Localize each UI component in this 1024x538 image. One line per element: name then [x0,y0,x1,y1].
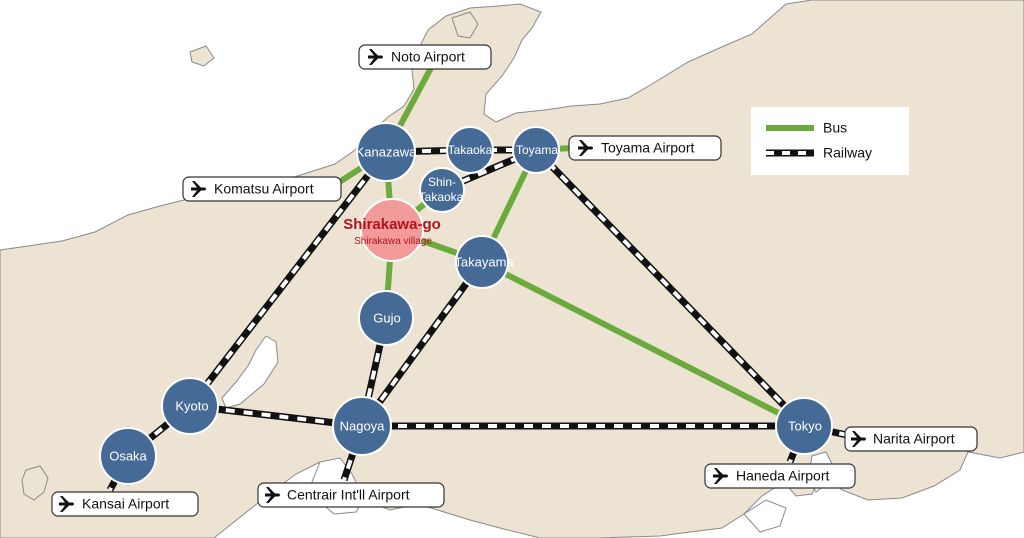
city-nagoya-label: Nagoya [340,418,386,433]
city-tokyo-label: Tokyo [788,418,822,433]
airport-toyama-label: Toyama Airport [601,140,694,156]
airport-komatsu-label: Komatsu Airport [214,181,314,197]
city-takaoka[interactable]: Takaoka [446,126,494,174]
legend-bus-label: Bus [823,120,847,136]
land-noto-tip [451,11,479,39]
sagami-bay [743,499,787,533]
airport-noto[interactable]: Noto Airport [358,44,492,70]
city-takayama[interactable]: Takayama [454,235,514,289]
airport-kansai-label: Kansai Airport [82,496,169,512]
destination-shirakawa-go[interactable]: Shirakawa-go Shirakawa village [343,198,441,262]
destination-subtitle: Shirakawa village [354,236,432,247]
lake-biwa [221,335,279,409]
city-tokyo[interactable]: Tokyo [775,397,833,455]
airport-toyama[interactable]: Toyama Airport [568,135,722,161]
city-kanazawa-label: Kanazawa [356,144,417,159]
city-kyoto-label: Kyoto [175,398,208,413]
legend-railway-label: Railway [823,145,872,161]
airport-centrair[interactable]: Centrair Int'll Airport [257,482,445,508]
airport-komatsu[interactable]: Komatsu Airport [182,176,342,202]
city-shin-takaoka-label-1: Shin- [428,175,456,189]
city-shin-takaoka-label-2: Takaoka [419,190,464,204]
city-gujo[interactable]: Gujo [358,290,414,346]
land-awaji [21,465,49,501]
rail-kanazawa-takaoka [385,148,471,154]
city-kyoto[interactable]: Kyoto [161,377,219,435]
city-takaoka-label: Takaoka [448,143,493,157]
city-osaka-label: Osaka [109,448,147,463]
city-gujo-label: Gujo [373,310,400,325]
city-nagoya[interactable]: Nagoya [332,396,392,456]
city-kanazawa[interactable]: Kanazawa [356,122,417,182]
rail-takayama-nagoya [360,260,484,428]
city-takayama-label: Takayama [454,254,514,269]
land-islet [189,45,215,67]
airport-kansai[interactable]: Kansai Airport [51,491,199,517]
rail-kyoto-osaka [126,404,192,458]
legend: Bus Railway [751,107,909,175]
airport-haneda[interactable]: Haneda Airport [704,463,856,489]
airport-haneda-label: Haneda Airport [736,468,830,484]
legend-box [751,107,909,175]
destination-name: Shirakawa-go [343,216,441,233]
city-toyama[interactable]: Toyama [512,126,560,174]
city-shin-takaoka[interactable]: Shin- Takaoka [419,167,465,213]
city-osaka[interactable]: Osaka [99,427,157,485]
airport-narita-label: Narita Airport [873,431,955,447]
airport-centrair-label: Centrair Int'll Airport [287,487,410,503]
airport-labels: Noto Airport Toyama Airport Komatsu Airp… [51,44,978,517]
bus-takayama-tokyo [479,259,807,429]
airport-narita[interactable]: Narita Airport [844,426,978,452]
city-toyama-label: Toyama [516,143,558,157]
city-nodes: Kanazawa Takaoka Toyama Shin- Takaoka Ta… [99,122,833,485]
airport-noto-label: Noto Airport [391,49,465,65]
